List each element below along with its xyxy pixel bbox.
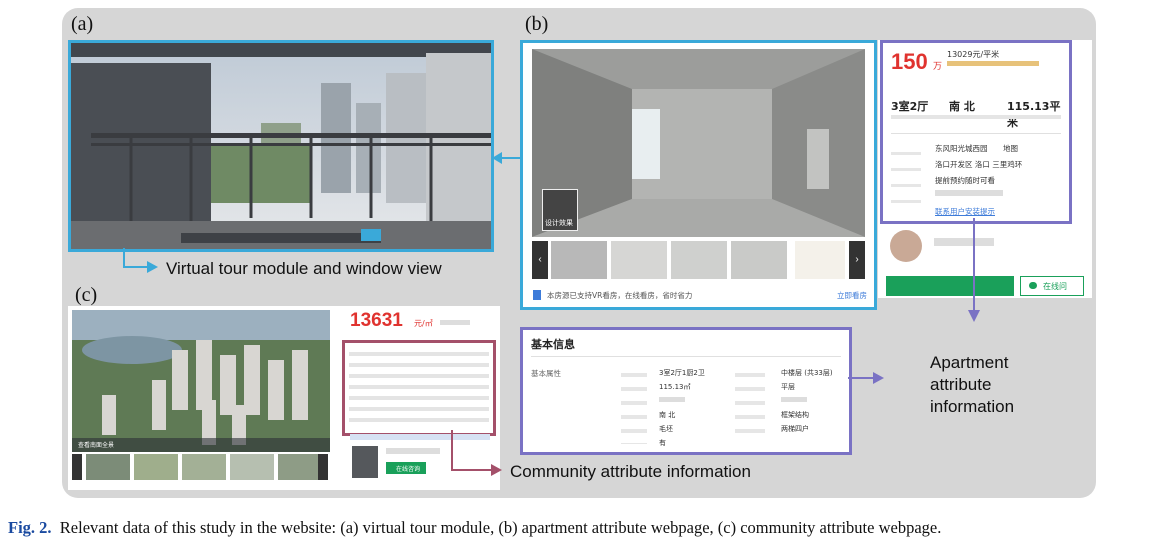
community-thumb[interactable] (134, 454, 178, 480)
basic-info-heading: 基本信息 (531, 338, 575, 351)
community-consult-button[interactable]: 在线咨询 (386, 462, 426, 474)
virtual-tour-image (68, 40, 494, 252)
arrow-b-to-a (492, 152, 520, 164)
caption-text: Relevant data of this study in the websi… (59, 518, 942, 537)
apartment-price: 150 (891, 49, 928, 74)
next-thumb-button[interactable]: › (849, 241, 865, 279)
apartment-price-unit: 万 (933, 62, 943, 72)
info-value: 3室2厅1厨2卫 (659, 369, 705, 377)
community-attr-box (342, 340, 496, 436)
empty-room-illustration (532, 49, 865, 237)
apartment-area: 115.13平米 (1007, 100, 1061, 129)
field-labels-faded (891, 143, 921, 215)
floorplan-thumb[interactable] (795, 241, 845, 279)
arrow-community (451, 430, 502, 476)
apartment-annotation-line: Apartment (930, 353, 1009, 372)
gallery-thumb[interactable] (731, 241, 787, 279)
community-thumb[interactable] (182, 454, 226, 480)
prev-thumb-button[interactable]: ‹ (532, 241, 548, 279)
apartment-annotation-line: information (930, 397, 1015, 416)
redacted-text (947, 61, 1039, 66)
call-agent-button[interactable] (886, 276, 1014, 296)
chat-icon (1029, 282, 1037, 289)
info-value-faded (781, 397, 807, 402)
label-a: (a) (71, 13, 94, 35)
apartment-room-photo: 设计效果 (532, 49, 865, 237)
design-effect-thumb[interactable]: 设计效果 (542, 189, 578, 231)
viewing-time: 提前预约随时可看 (935, 176, 995, 185)
vr-icon (533, 290, 541, 300)
divider (891, 133, 1061, 134)
online-consult-button[interactable]: 在线问 (1020, 276, 1084, 296)
community-thumb[interactable] (278, 454, 322, 480)
apartment-orientation: 南 北 (949, 100, 975, 113)
info-value: 中楼层 (共33层) (781, 369, 833, 377)
prev-thumb-button[interactable] (72, 454, 82, 480)
basic-info-box: 基本信息 基本属性 3室2厅1厨2卫 115.13㎡ 南 北 毛坯 有 中楼层 … (520, 327, 852, 455)
aerial-view-illustration (72, 310, 330, 452)
info-value: 115.13㎡ (659, 383, 691, 391)
community-page: 查看南面全景 13631 元/㎡ 在线咨询 (68, 306, 500, 490)
field-labels-faded (735, 370, 765, 434)
vr-note: 本房源已支持VR看房，在线看房，省时省力 (547, 291, 693, 300)
community-consult-label: 在线咨询 (396, 466, 421, 473)
district: 洛口开发区 洛口 三里鸡环 (935, 160, 1023, 169)
info-value: 两梯四户 (781, 425, 809, 433)
info-value: 框架结构 (781, 411, 809, 419)
caption-label: Fig. 2. (8, 518, 52, 537)
apartment-annotation-line: attribute (930, 375, 992, 394)
info-value: 有 (659, 439, 666, 447)
community-price-unit: 元/㎡ (414, 319, 433, 328)
redacted-agent-name (934, 238, 994, 246)
design-effect-label: 设计效果 (545, 219, 573, 227)
info-value: 南 北 (659, 411, 676, 419)
community-thumb[interactable] (86, 454, 130, 480)
apartment-annotation: Apartment attribute information (930, 352, 1014, 418)
arrow-virtual-tour (123, 248, 158, 273)
virtual-tour-annotation: Virtual tour module and window view (166, 259, 442, 278)
community-annotation: Community attribute information (510, 462, 751, 481)
label-c: (c) (75, 284, 98, 306)
gallery-thumb[interactable] (551, 241, 607, 279)
agent-avatar (890, 230, 922, 262)
arrow-summary-down (968, 218, 980, 322)
info-value: 平层 (781, 383, 795, 391)
gallery-thumb[interactable] (671, 241, 727, 279)
label-b: (b) (525, 13, 549, 35)
apartment-layout: 3室2厅 (891, 100, 929, 113)
online-consult-label: 在线问 (1043, 282, 1067, 291)
arrow-basic-info (848, 372, 884, 384)
community-attr-rows-faded (349, 349, 489, 429)
aerial-thumb-tag: 查看南面全景 (78, 442, 115, 449)
map-link[interactable]: 地图 (1003, 144, 1018, 153)
redacted-id (935, 190, 1003, 196)
next-thumb-button[interactable] (318, 454, 328, 480)
community-aerial-photo: 查看南面全景 (72, 310, 330, 452)
apartment-gallery: 设计效果 ‹ › 本房源已支持VR看房，在线看房，省时省力 立即看房 (520, 40, 877, 310)
redacted-subtext (891, 115, 1061, 119)
balcony-view-illustration (71, 43, 491, 249)
divider (531, 356, 841, 357)
apartment-summary-box: 150 万 13029元/平米 3室2厅 南 北 115.13平米 东风阳光城西… (880, 40, 1072, 224)
redacted-link (350, 434, 490, 440)
vr-link[interactable]: 立即看房 (837, 291, 867, 300)
figure-caption: Fig. 2. Relevant data of this study in t… (8, 518, 1158, 538)
basic-attr-section: 基本属性 (531, 369, 561, 378)
community-price: 13631 (350, 310, 403, 331)
info-value: 毛坯 (659, 425, 673, 433)
community-thumb[interactable] (230, 454, 274, 480)
gallery-thumb[interactable] (611, 241, 667, 279)
agent-avatar (352, 446, 378, 478)
safety-tip-link[interactable]: 联系用户安装提示 (935, 207, 995, 216)
redacted-text (440, 320, 470, 325)
apartment-unit-price: 13029元/平米 (947, 50, 1000, 59)
field-labels-faded (621, 370, 647, 444)
info-value-faded (659, 397, 685, 402)
redacted-agent-name (386, 448, 440, 454)
community-name[interactable]: 东风阳光城西园 (935, 144, 988, 153)
